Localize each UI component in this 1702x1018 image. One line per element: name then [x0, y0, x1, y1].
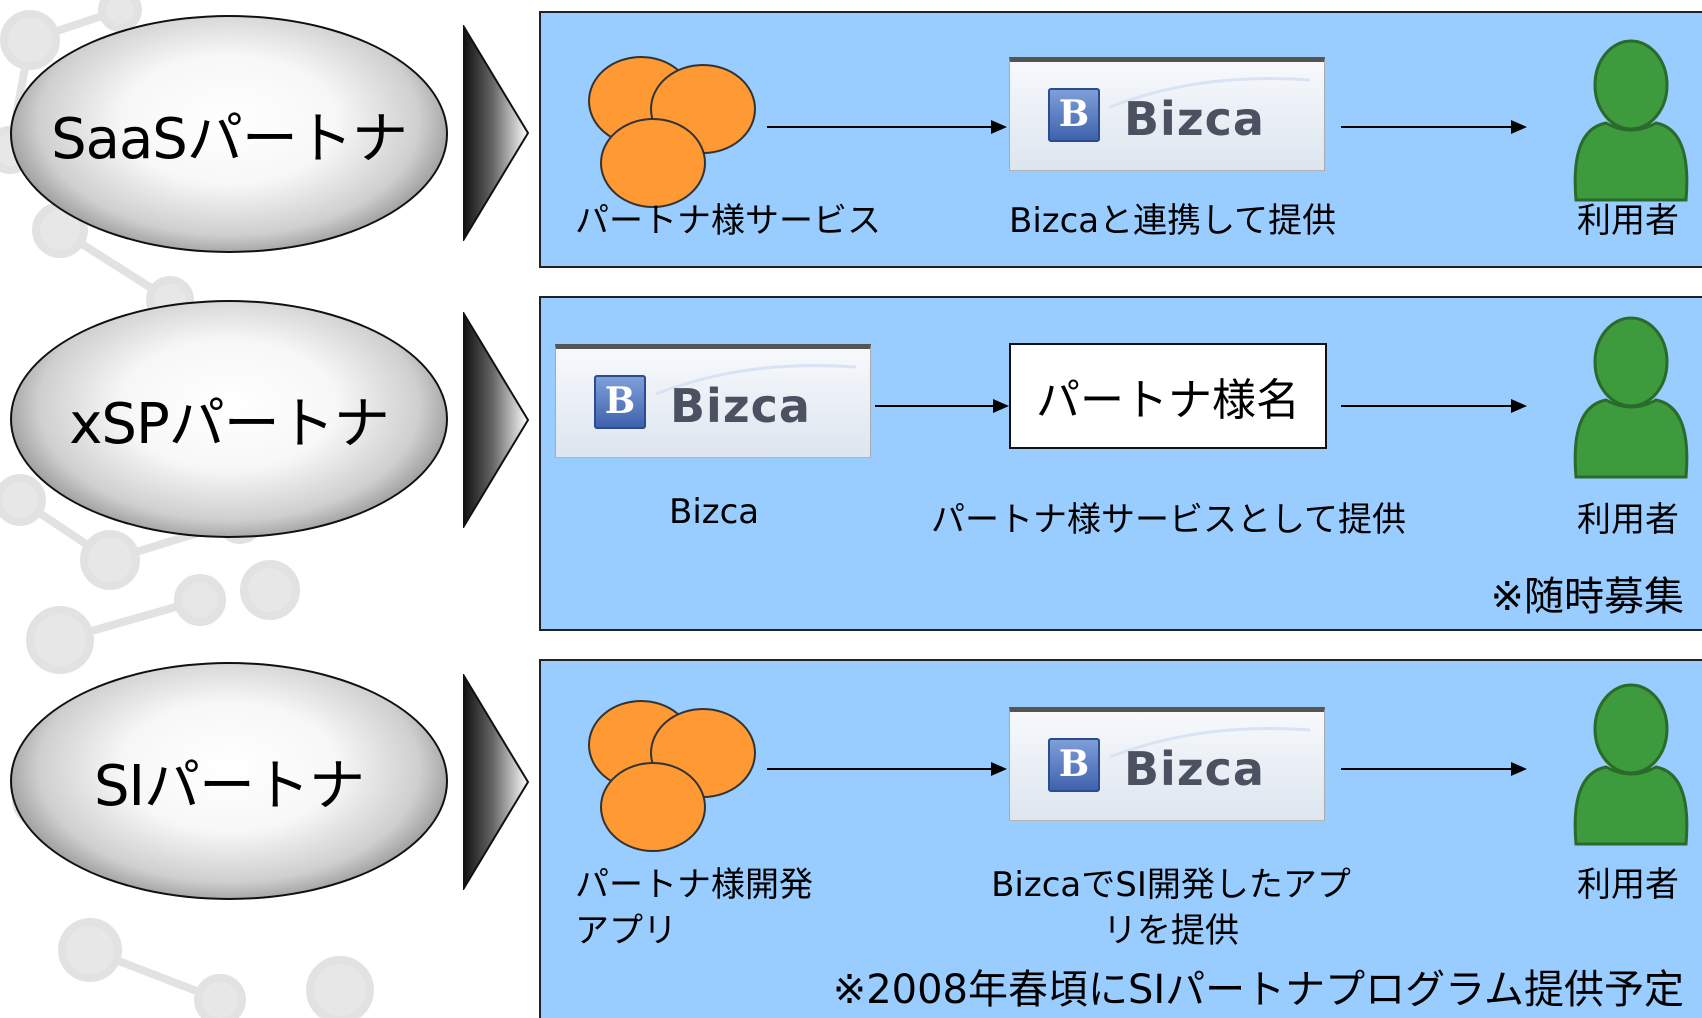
middle-caption: Bizcaと連携して提供: [1009, 201, 1337, 241]
bizca-logo: B Bizca: [1009, 707, 1325, 821]
recruit-note: ※随時募集: [1490, 574, 1684, 620]
chevron-right-icon: [463, 674, 530, 890]
flow-arrow: [1341, 762, 1527, 776]
row-panel-xsp: B Bizca パートナ様名 Bizca パートナ様サービスとして提供 利用者 …: [539, 296, 1702, 631]
bizca-logo-text: Bizca: [1124, 742, 1265, 796]
flow-arrow: [1341, 399, 1527, 413]
bizca-logo: B Bizca: [555, 344, 871, 458]
schedule-note: ※2008年春頃にSIパートナプログラム提供予定: [832, 967, 1684, 1013]
partner-ellipse-si: SIパートナ: [10, 662, 448, 900]
row-panel-saas: B Bizca パートナ様サービス Bizcaと連携して提供 利用者: [539, 11, 1702, 268]
bizca-logo-text: Bizca: [1124, 92, 1265, 146]
user-person-icon: [1573, 39, 1689, 202]
partner-label: SaaSパートナ: [51, 106, 408, 172]
bizca-logo-text: Bizca: [670, 379, 811, 433]
user-person-icon: [1573, 316, 1689, 479]
left-caption: Bizca: [669, 492, 760, 532]
chevron-right-icon: [463, 312, 530, 528]
flow-arrow: [1341, 120, 1527, 134]
middle-caption-line2: リを提供: [1103, 911, 1239, 951]
flow-arrow: [767, 120, 1007, 134]
left-caption-line1: パートナ様開発: [575, 865, 813, 905]
right-caption: 利用者: [1577, 865, 1679, 905]
partner-label: SIパートナ: [93, 753, 365, 819]
partner-name-box: パートナ様名: [1009, 343, 1327, 449]
service-balls-icon: [588, 700, 756, 852]
middle-caption-line1: BizcaでSI開発したアプ: [991, 865, 1351, 905]
middle-caption: パートナ様サービスとして提供: [931, 500, 1406, 540]
bizca-mark-icon: B: [594, 375, 646, 429]
service-balls-icon: [588, 56, 756, 208]
bizca-logo: B Bizca: [1009, 57, 1325, 171]
partner-name-text: パートナ様名: [1036, 375, 1300, 426]
partner-ellipse-xsp: xSPパートナ: [10, 300, 448, 538]
right-caption: 利用者: [1577, 201, 1679, 241]
user-person-icon: [1573, 683, 1689, 846]
row-panel-si: B Bizca パートナ様開発 アプリ BizcaでSI開発したアプ リを提供 …: [539, 659, 1702, 1018]
partner-label: xSPパートナ: [69, 391, 389, 457]
left-caption: パートナ様サービス: [575, 201, 881, 241]
flow-arrow: [875, 399, 1009, 413]
bizca-mark-icon: B: [1048, 88, 1100, 142]
right-caption: 利用者: [1577, 500, 1679, 540]
flow-arrow: [767, 762, 1007, 776]
partner-ellipse-saas: SaaSパートナ: [10, 15, 448, 253]
bizca-mark-icon: B: [1048, 738, 1100, 792]
chevron-right-icon: [463, 25, 530, 241]
left-caption-line2: アプリ: [575, 911, 677, 951]
